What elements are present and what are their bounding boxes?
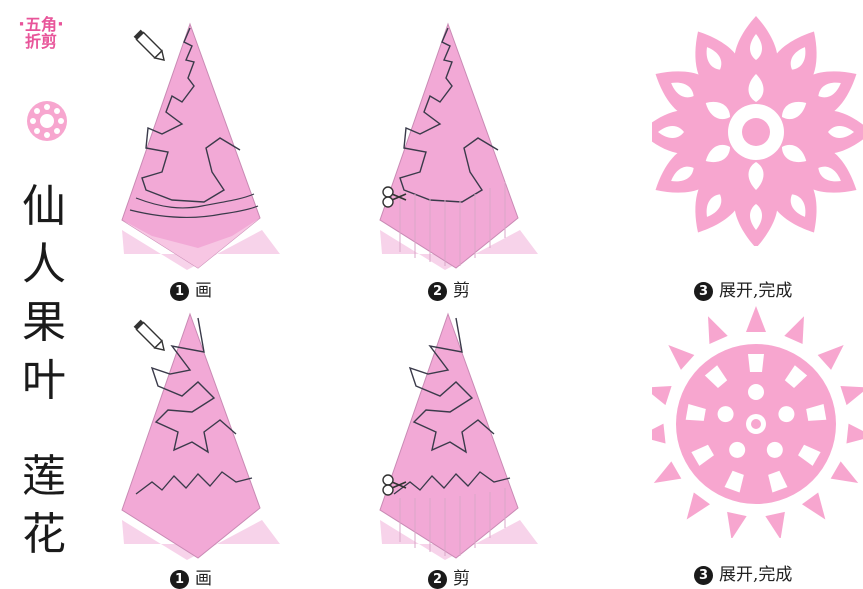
title-char: 莲 (14, 448, 74, 506)
step-text: 剪 (453, 569, 470, 589)
unfolded-lotus-result (652, 306, 863, 538)
title-char: 花 (14, 506, 74, 564)
title-lotus: 莲 花 (14, 448, 74, 564)
fold-cutting-panel-1 (370, 22, 550, 282)
unfolded-cactus-leaf-result (652, 14, 863, 246)
step-number: 3 (694, 282, 713, 301)
title-char: 仙 (14, 178, 74, 236)
step-number: 2 (428, 282, 447, 301)
section-badge: ·五角· 折剪 (6, 16, 76, 76)
step-unfold-label: 3 展开,完成 (694, 560, 792, 585)
title-cactus-leaf: 仙 人 果 叶 (14, 178, 74, 410)
step-number: 1 (170, 282, 189, 301)
pencil-icon (134, 320, 168, 354)
step-unfold-label: 3 展开,完成 (694, 276, 792, 301)
fold-drawing-panel-2 (112, 312, 292, 572)
step-text: 画 (195, 281, 212, 301)
title-char: 果 (14, 294, 74, 352)
step-number: 2 (428, 570, 447, 589)
step-number: 1 (170, 570, 189, 589)
step-text: 画 (195, 569, 212, 589)
fold-cutting-panel-2 (370, 312, 550, 572)
step-number: 3 (694, 566, 713, 585)
title-char: 叶 (14, 352, 74, 410)
badge-line-2: 折剪 (6, 33, 76, 50)
step-text: 展开,完成 (719, 281, 792, 301)
step-text: 展开,完成 (719, 565, 792, 585)
step-text: 剪 (453, 281, 470, 301)
pencil-icon (134, 30, 168, 64)
fold-drawing-panel-1 (112, 22, 292, 282)
title-char: 人 (14, 236, 74, 294)
flower-emblem-icon (22, 96, 72, 146)
